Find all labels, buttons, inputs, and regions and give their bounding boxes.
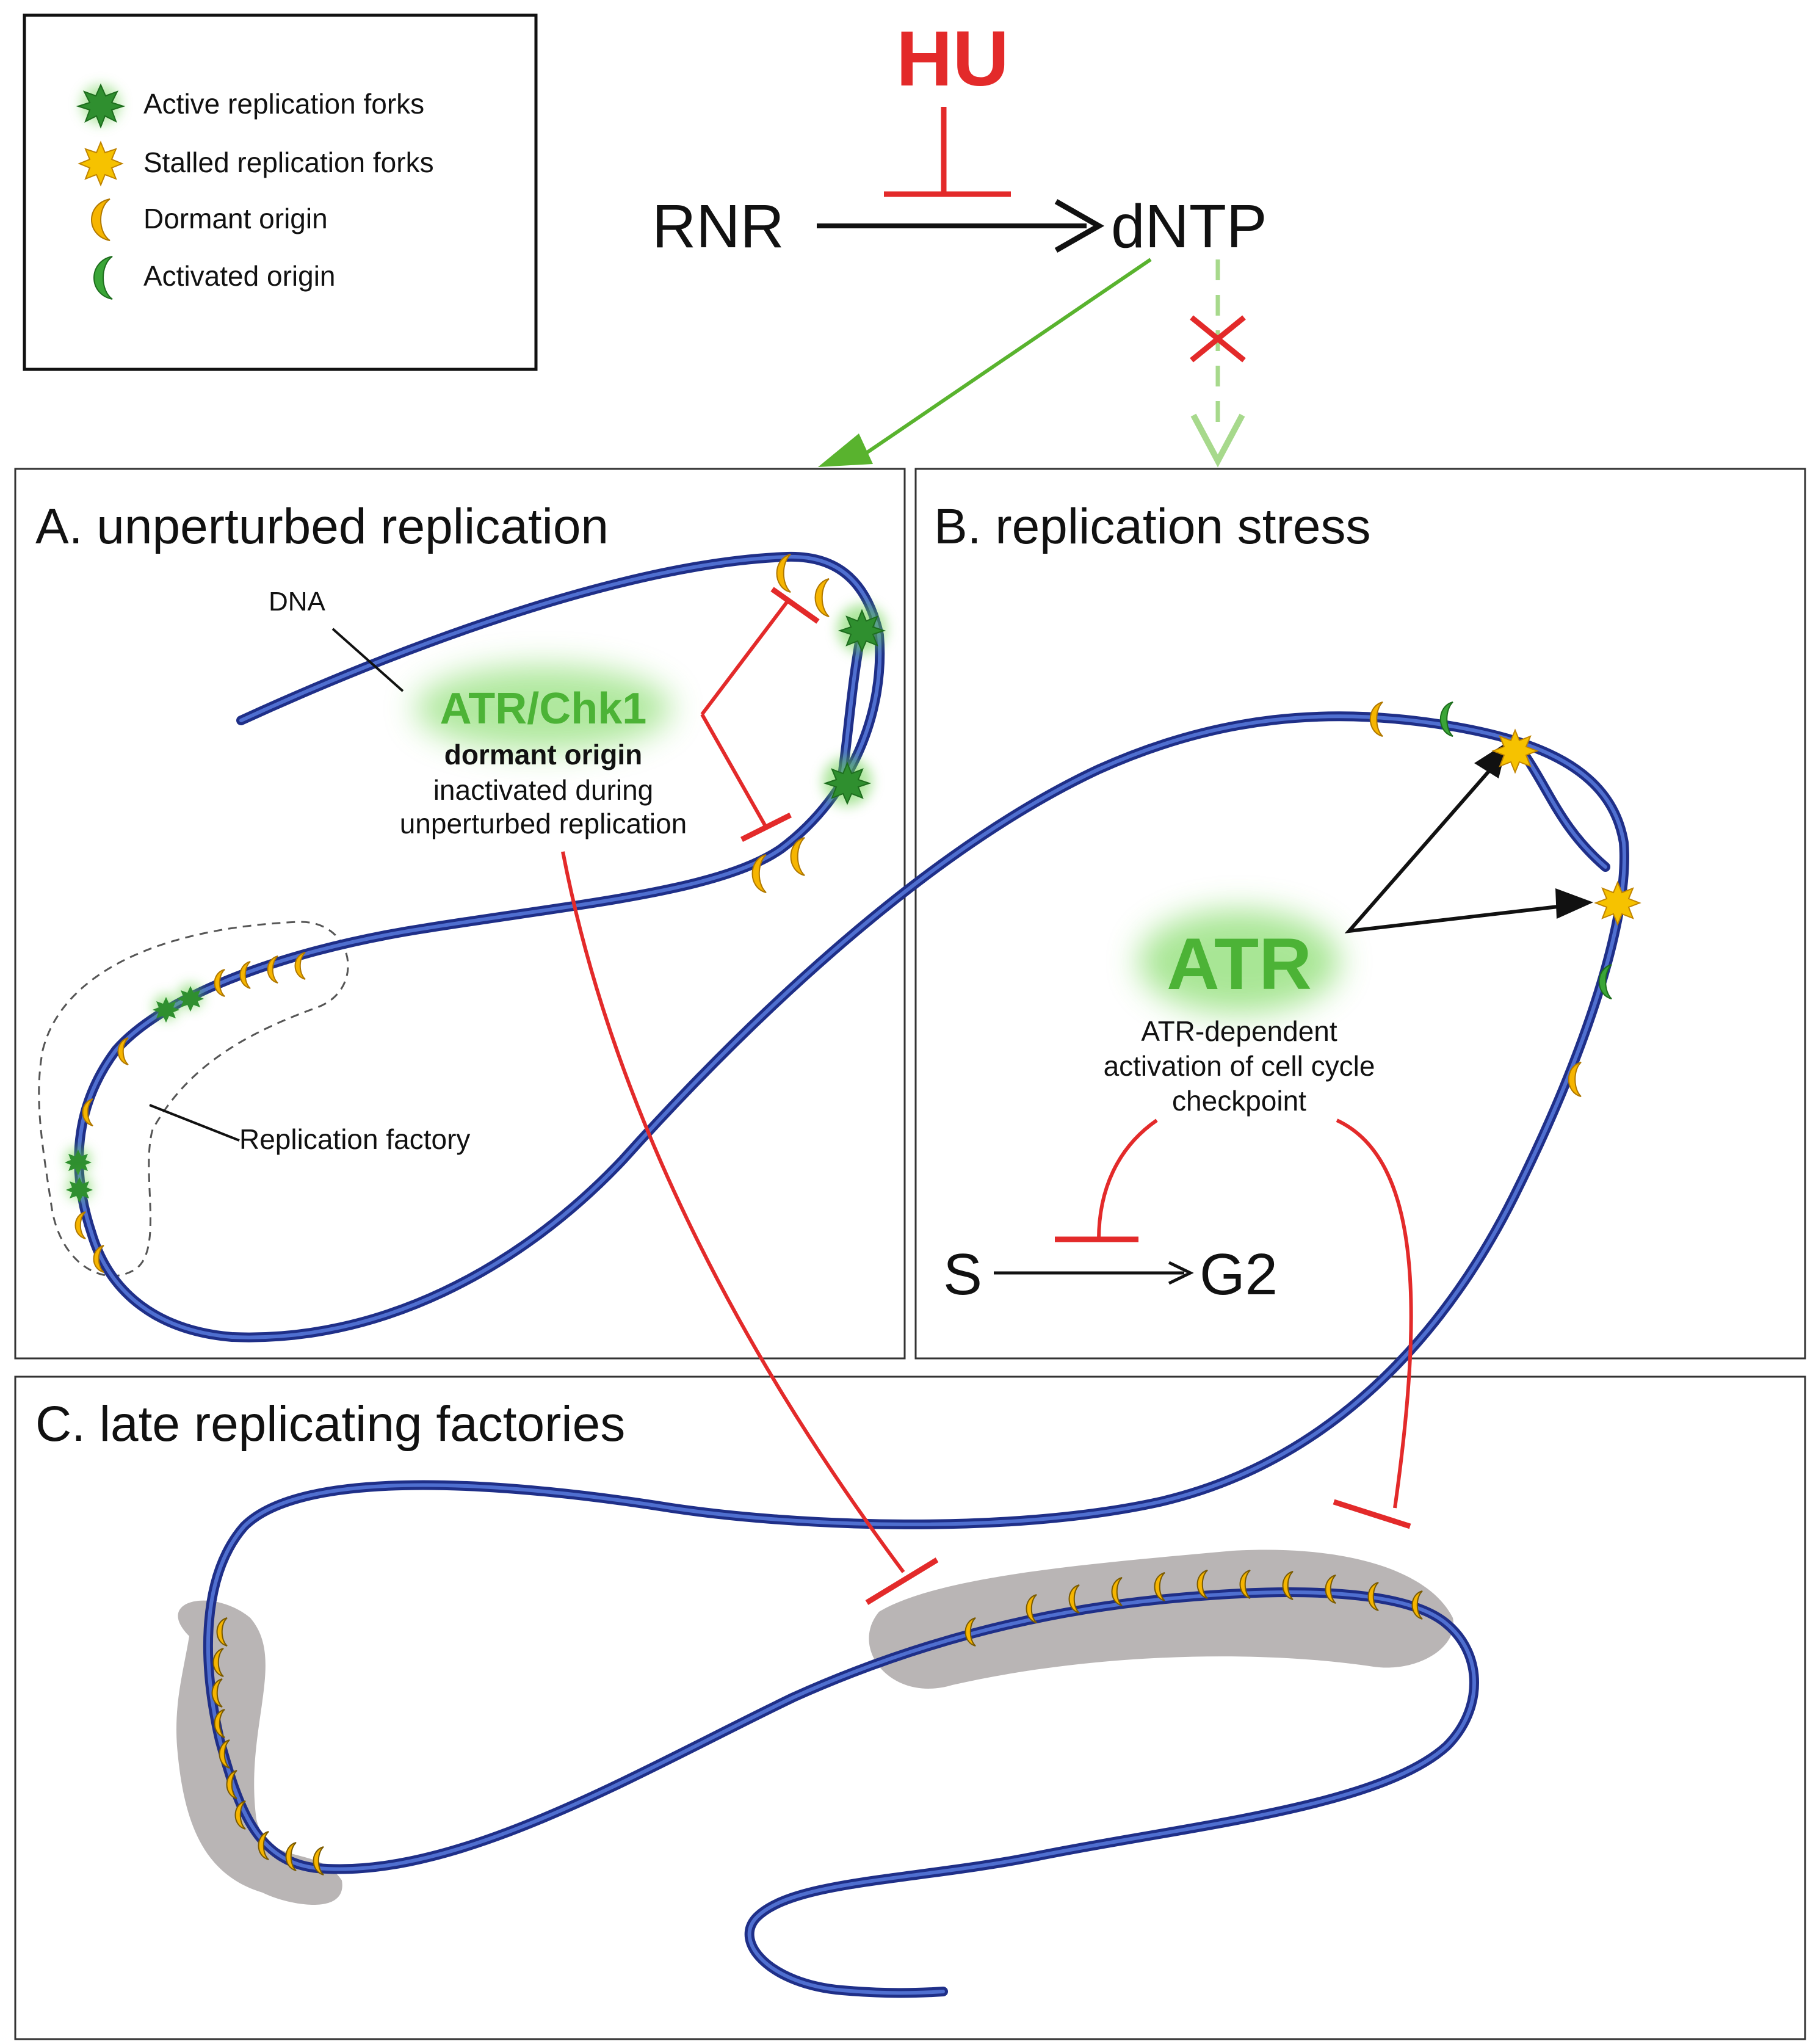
dormant-origin-icon <box>790 837 805 876</box>
atr-chk1-glow <box>415 665 671 751</box>
panel-b-desc-line3: checkpoint <box>1172 1085 1306 1117</box>
s-phase-label: S <box>943 1242 982 1307</box>
panel-a-content: DNA ATR/Chk1 dormant origin inactivated … <box>65 554 939 1605</box>
stalled-fork-icon <box>1594 880 1641 926</box>
panel-a-desc-line1: inactivated during <box>433 774 654 806</box>
panel-b-title: B. replication stress <box>934 499 1371 554</box>
stalled-fork-icon <box>78 140 124 187</box>
dormant-origin-icon <box>814 578 830 617</box>
legend-dormant-origin-label: Dormant origin <box>143 203 328 234</box>
dna-pointer-line <box>331 628 404 692</box>
panel-a-box <box>14 468 906 1360</box>
inhib-bar-factory-c-left <box>865 1557 939 1605</box>
stalled-fork-icon <box>1491 728 1539 774</box>
panel-c-box <box>14 1375 1806 2040</box>
active-fork-icon <box>76 83 126 129</box>
green-arrow-head <box>818 433 873 467</box>
s-to-g2-arrow-head <box>1168 1261 1194 1285</box>
inhib-line-s-g2 <box>1097 1118 1158 1240</box>
inhib-line-to-factory-c <box>561 851 905 1573</box>
panel-a-title: A. unperturbed replication <box>35 499 609 554</box>
activated-origin-icon <box>1439 701 1453 737</box>
active-fork-icon <box>823 757 872 806</box>
panel-b-content: ATR ATR-dependent activation of cell cyc… <box>943 701 1641 1529</box>
atr-chk1-label: ATR/Chk1 <box>440 684 647 733</box>
activated-origin-icon <box>1598 964 1612 999</box>
legend-stalled-forks-label: Stalled replication forks <box>143 147 434 178</box>
factory-active-forks <box>65 984 204 1203</box>
late-factory-right <box>869 1549 1453 1689</box>
dormant-origin-icon <box>751 854 767 893</box>
pathway: HU RNR dNTP <box>652 15 1267 468</box>
panel-b-desc-line1: ATR-dependent <box>1141 1015 1337 1047</box>
dntp-to-panel-a-arrow <box>853 258 1152 463</box>
legend-active-forks-label: Active replication forks <box>143 88 424 120</box>
legend-activated-origin-label: Activated origin <box>143 260 336 292</box>
factory-pointer-line <box>149 1104 240 1142</box>
inhib-line-top <box>700 600 789 716</box>
panel-a-desc-line2: unperturbed replication <box>400 808 687 839</box>
atr-label: ATR <box>1167 923 1312 1005</box>
panel-b-desc-line2: activation of cell cycle <box>1104 1050 1375 1082</box>
activated-origin-icon <box>93 256 113 300</box>
dntp-label: dNTP <box>1111 192 1267 261</box>
inhib-bar-factory-c-right <box>1333 1499 1411 1529</box>
rnr-arrow-head <box>1054 199 1105 253</box>
dormant-origin-icon <box>91 198 110 241</box>
hu-label: HU <box>896 15 1009 103</box>
atr-glow <box>1138 910 1340 1013</box>
dashed-arrow-head <box>1190 413 1245 468</box>
legend: Active replication forks Stalled replica… <box>23 13 538 371</box>
blocked-cross-icon <box>1190 315 1246 363</box>
dormant-origin-icon <box>1369 701 1383 737</box>
dormant-origin-icon <box>1568 1062 1582 1097</box>
inhib-bar-bottom <box>740 812 792 843</box>
g2-phase-label: G2 <box>1200 1242 1278 1307</box>
panel-c-title: C. late replicating factories <box>35 1396 625 1452</box>
inhib-line-to-factory-c-right <box>1336 1118 1413 1509</box>
inhib-bar-top <box>770 587 820 624</box>
activation-arrow-head-right <box>1555 888 1593 919</box>
factory-origins <box>74 952 306 1273</box>
rnr-label: RNR <box>652 192 784 261</box>
late-factory-left <box>176 1600 342 1905</box>
dormant-origin-bold-label: dormant origin <box>444 739 643 770</box>
late-factory-right-origins <box>964 1570 1423 1647</box>
panel-b-box <box>914 468 1806 1360</box>
dormant-origin-icon <box>776 554 791 593</box>
atr-activation-lines <box>1344 759 1585 933</box>
dna-label: DNA <box>269 587 326 617</box>
replication-factory-label: Replication factory <box>239 1123 470 1155</box>
late-factory-left-origins <box>211 1617 324 1875</box>
active-fork-icon <box>838 604 886 653</box>
legend-box <box>23 13 538 371</box>
inhib-line-bottom <box>700 713 768 828</box>
